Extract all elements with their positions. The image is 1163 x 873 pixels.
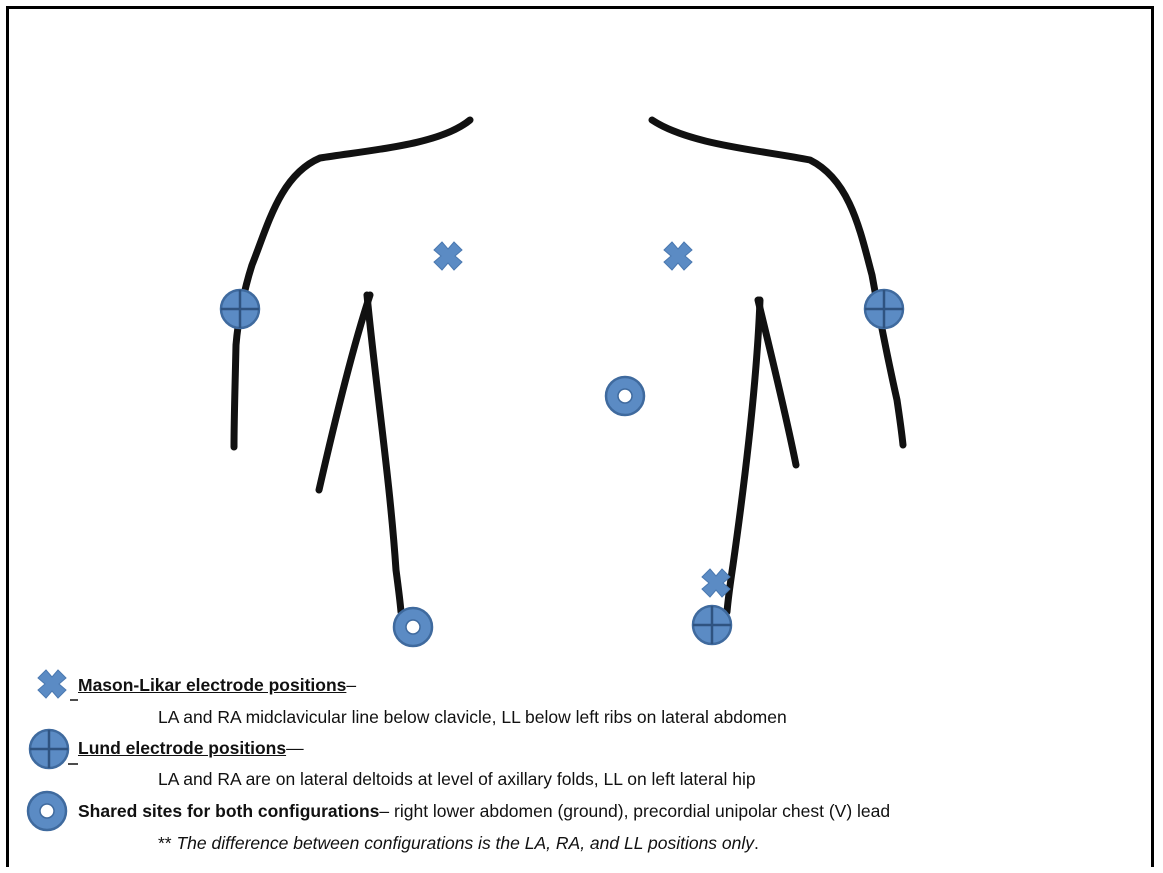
legend-crosshair-marker-icon [30, 730, 68, 768]
legend-ring-marker-icon [28, 792, 66, 830]
legend-mason-likar-description: LA and RA midclavicular line below clavi… [158, 707, 787, 728]
legend-shared: Shared sites for both configurations– ri… [78, 801, 890, 822]
footnote-prefix: ** [158, 833, 176, 853]
footnote: ** The difference between configurations… [158, 833, 759, 854]
legend-mason-likar: Mason-Likar electrode positions– [78, 675, 356, 696]
footnote-suffix: . [754, 833, 759, 853]
body-outline [234, 120, 903, 612]
left-torso-line [367, 295, 401, 612]
left-axilla-line [319, 295, 370, 490]
legend-dash: – [346, 675, 356, 695]
right-torso-line [727, 300, 760, 612]
legend-lund: Lund electrode positions— [78, 738, 304, 759]
shared-ground-marker-icon [394, 608, 432, 646]
lund-ll-marker-icon [693, 606, 731, 644]
left-shoulder-line [234, 120, 470, 447]
lund-ra-marker-icon [221, 290, 259, 328]
mason-likar-ra-marker-icon [434, 242, 462, 270]
footnote-text: The difference between configurations is… [176, 833, 754, 853]
lund-la-marker-icon [865, 290, 903, 328]
legend-dash: – [379, 801, 389, 821]
mason-likar-ll-marker-icon [702, 569, 730, 597]
legend-mason-likar-title: Mason-Likar electrode positions [78, 675, 346, 695]
right-axilla-line [758, 300, 796, 465]
legend-dash: — [286, 738, 304, 758]
legend-x-marker-icon [38, 670, 66, 698]
legend-shared-title: Shared sites for both configurations [78, 801, 379, 821]
legend-lund-title: Lund electrode positions [78, 738, 286, 758]
legend-shared-description: right lower abdomen (ground), precordial… [389, 801, 890, 821]
shared-chest-lead-marker-icon [606, 377, 644, 415]
legend-lund-description: LA and RA are on lateral deltoids at lev… [158, 769, 756, 790]
mason-likar-la-marker-icon [664, 242, 692, 270]
